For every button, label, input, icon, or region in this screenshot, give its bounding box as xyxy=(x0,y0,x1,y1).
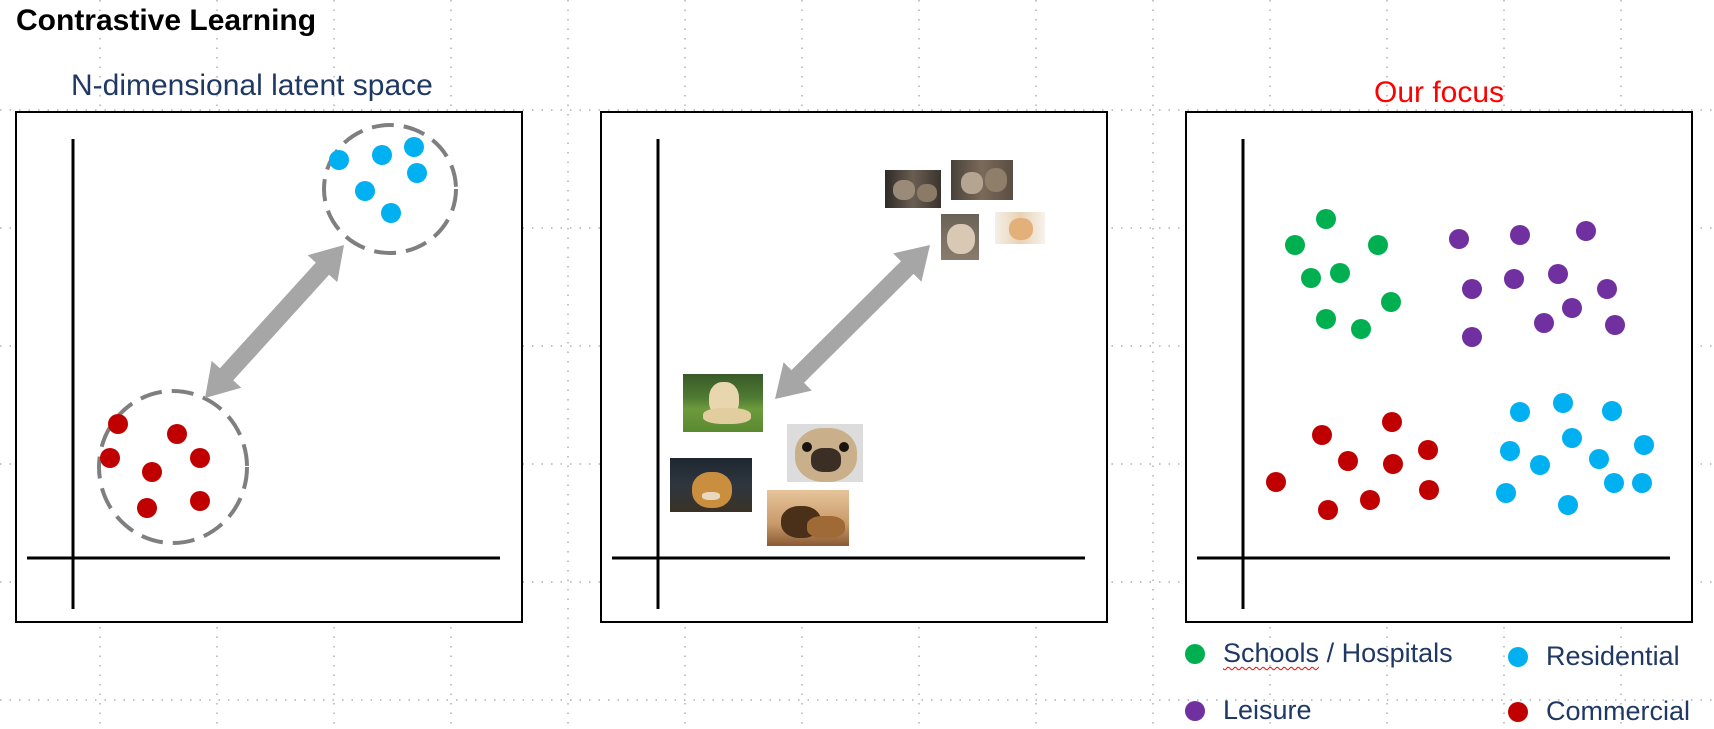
red-point xyxy=(190,448,210,468)
blue-point xyxy=(407,163,427,183)
red-point xyxy=(1318,500,1338,520)
legend-residential: Residential xyxy=(1508,641,1680,672)
blue-point xyxy=(381,203,401,223)
residential-points xyxy=(1496,393,1654,515)
legend-label: Residential xyxy=(1546,641,1680,671)
legend-label-rest: / Hospitals xyxy=(1319,638,1453,668)
legend-dot-blue xyxy=(1508,646,1528,667)
legend-schools-hospitals: Schools / Hospitals xyxy=(1185,638,1453,669)
purple-point xyxy=(1504,269,1524,289)
slide-title: Contrastive Learning xyxy=(16,4,317,37)
purple-point xyxy=(1449,229,1469,249)
panel-1-heading: N-dimensional latent space xyxy=(71,69,433,102)
blue-points xyxy=(329,137,427,223)
red-point xyxy=(1419,480,1439,500)
images-plot xyxy=(612,139,1085,609)
golden-dog-photo xyxy=(669,457,753,513)
red-point xyxy=(1266,472,1286,492)
spellcheck-word: Schools xyxy=(1223,638,1320,668)
purple-point xyxy=(1462,327,1482,347)
purple-point xyxy=(1562,298,1582,318)
red-point xyxy=(108,414,128,434)
red-point xyxy=(190,491,210,511)
green-point xyxy=(1316,209,1336,229)
legend-dot-purple xyxy=(1185,700,1205,721)
panel-3-heading: Our focus xyxy=(1374,76,1505,109)
blue-point xyxy=(1558,495,1578,515)
blue-point xyxy=(1530,455,1550,475)
red-points xyxy=(100,414,210,518)
blue-point xyxy=(1496,483,1516,503)
green-point xyxy=(1368,235,1388,255)
legend-label: Leisure xyxy=(1223,695,1312,725)
green-point xyxy=(1381,292,1401,312)
blue-cluster-ring xyxy=(322,123,458,255)
blue-point xyxy=(372,145,392,165)
double-arrow xyxy=(775,245,930,399)
legend-commercial: Commercial xyxy=(1508,696,1690,727)
blue-point xyxy=(404,137,424,157)
legend-label: Schools / Hospitals xyxy=(1223,638,1453,669)
our-focus-plot xyxy=(1197,139,1670,609)
red-point xyxy=(1418,440,1438,460)
red-cluster-ring xyxy=(97,389,249,545)
red-point xyxy=(1338,451,1358,471)
legend-dot-green xyxy=(1185,643,1205,664)
cat-photo-3 xyxy=(940,213,980,261)
green-point xyxy=(1330,263,1350,283)
pug-photo xyxy=(786,423,864,483)
blue-point xyxy=(1510,402,1530,422)
commercial-points xyxy=(1266,412,1439,520)
blue-point xyxy=(1604,473,1624,493)
blue-point xyxy=(1553,393,1573,413)
green-point xyxy=(1316,309,1336,329)
purple-point xyxy=(1510,225,1530,245)
blue-point xyxy=(1634,435,1654,455)
red-point xyxy=(1382,412,1402,432)
cat-photo-1 xyxy=(884,169,942,209)
arrow-shape xyxy=(775,245,930,399)
purple-point xyxy=(1576,221,1596,241)
blue-point xyxy=(1602,401,1622,421)
blue-point xyxy=(355,181,375,201)
red-point xyxy=(137,498,157,518)
arrow-shape xyxy=(205,245,344,398)
blue-point xyxy=(1589,449,1609,469)
legend-leisure: Leisure xyxy=(1185,695,1312,726)
leisure-points xyxy=(1449,221,1625,347)
red-point xyxy=(1312,425,1332,445)
blue-point xyxy=(1632,473,1652,493)
purple-point xyxy=(1597,279,1617,299)
purple-point xyxy=(1605,315,1625,335)
purple-point xyxy=(1548,264,1568,284)
legend-dot-red xyxy=(1508,701,1528,722)
latent-space-panel xyxy=(15,111,523,623)
cat-photo-4 xyxy=(994,211,1046,245)
our-focus-panel xyxy=(1185,111,1693,623)
red-point xyxy=(100,448,120,468)
green-point xyxy=(1301,268,1321,288)
red-point xyxy=(142,462,162,482)
cat-photo-2 xyxy=(950,159,1014,201)
legend-label: Commercial xyxy=(1546,696,1691,726)
double-arrow xyxy=(205,245,344,398)
green-point xyxy=(1285,235,1305,255)
red-point xyxy=(167,424,187,444)
blue-point xyxy=(1500,441,1520,461)
latent-space-plot xyxy=(27,123,500,609)
blue-point xyxy=(329,150,349,170)
green-point xyxy=(1351,319,1371,339)
shepherd-photo xyxy=(766,489,850,547)
blue-point xyxy=(1562,428,1582,448)
puppy-photo xyxy=(682,373,764,433)
red-point xyxy=(1383,454,1403,474)
schools-hospitals-points xyxy=(1285,209,1401,339)
red-point xyxy=(1360,490,1380,510)
images-panel xyxy=(600,111,1108,623)
purple-point xyxy=(1534,313,1554,333)
purple-point xyxy=(1462,279,1482,299)
